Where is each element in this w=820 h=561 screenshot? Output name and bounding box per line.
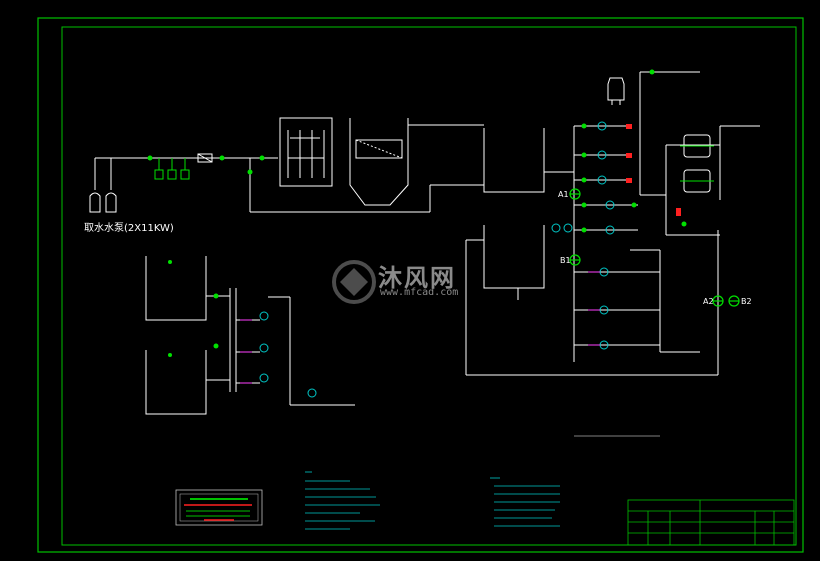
header-piping xyxy=(544,71,760,375)
intake-instruments xyxy=(154,153,213,180)
watermark-url: www.mfcad.com xyxy=(380,287,459,298)
notes-left xyxy=(305,471,380,530)
watermark-brand: 沐风网 xyxy=(378,264,456,292)
lower-left-pumps xyxy=(259,311,317,398)
flow-meter-icon xyxy=(197,153,213,163)
lower-left-magenta xyxy=(240,271,600,384)
instrument-markers xyxy=(569,188,740,307)
outer-frame xyxy=(37,17,804,553)
notes-right xyxy=(490,477,560,527)
intake-pumps xyxy=(89,157,484,213)
instrument-b2-label: B2 xyxy=(741,297,752,306)
intake-pump-label: 取水水泵(2X11KW) xyxy=(84,222,174,234)
valves-right xyxy=(581,69,687,233)
title-block xyxy=(627,499,795,546)
instrument-b1-label: B1 xyxy=(560,256,571,265)
legend-box xyxy=(175,489,263,526)
instrument-a2-label: A2 xyxy=(703,297,714,306)
pressure-tank xyxy=(607,77,625,105)
lower-left-tanks xyxy=(145,256,355,415)
clear-water-tanks xyxy=(465,128,718,376)
settling-tanks xyxy=(279,117,484,206)
red-fittings xyxy=(626,124,681,216)
filter-vessels xyxy=(680,134,714,193)
lower-left-valves xyxy=(168,260,219,357)
inner-frame xyxy=(61,26,797,546)
intake-valves xyxy=(147,155,265,175)
watermark-logo-icon xyxy=(332,260,376,304)
instrument-a1-label: A1 xyxy=(558,190,569,199)
